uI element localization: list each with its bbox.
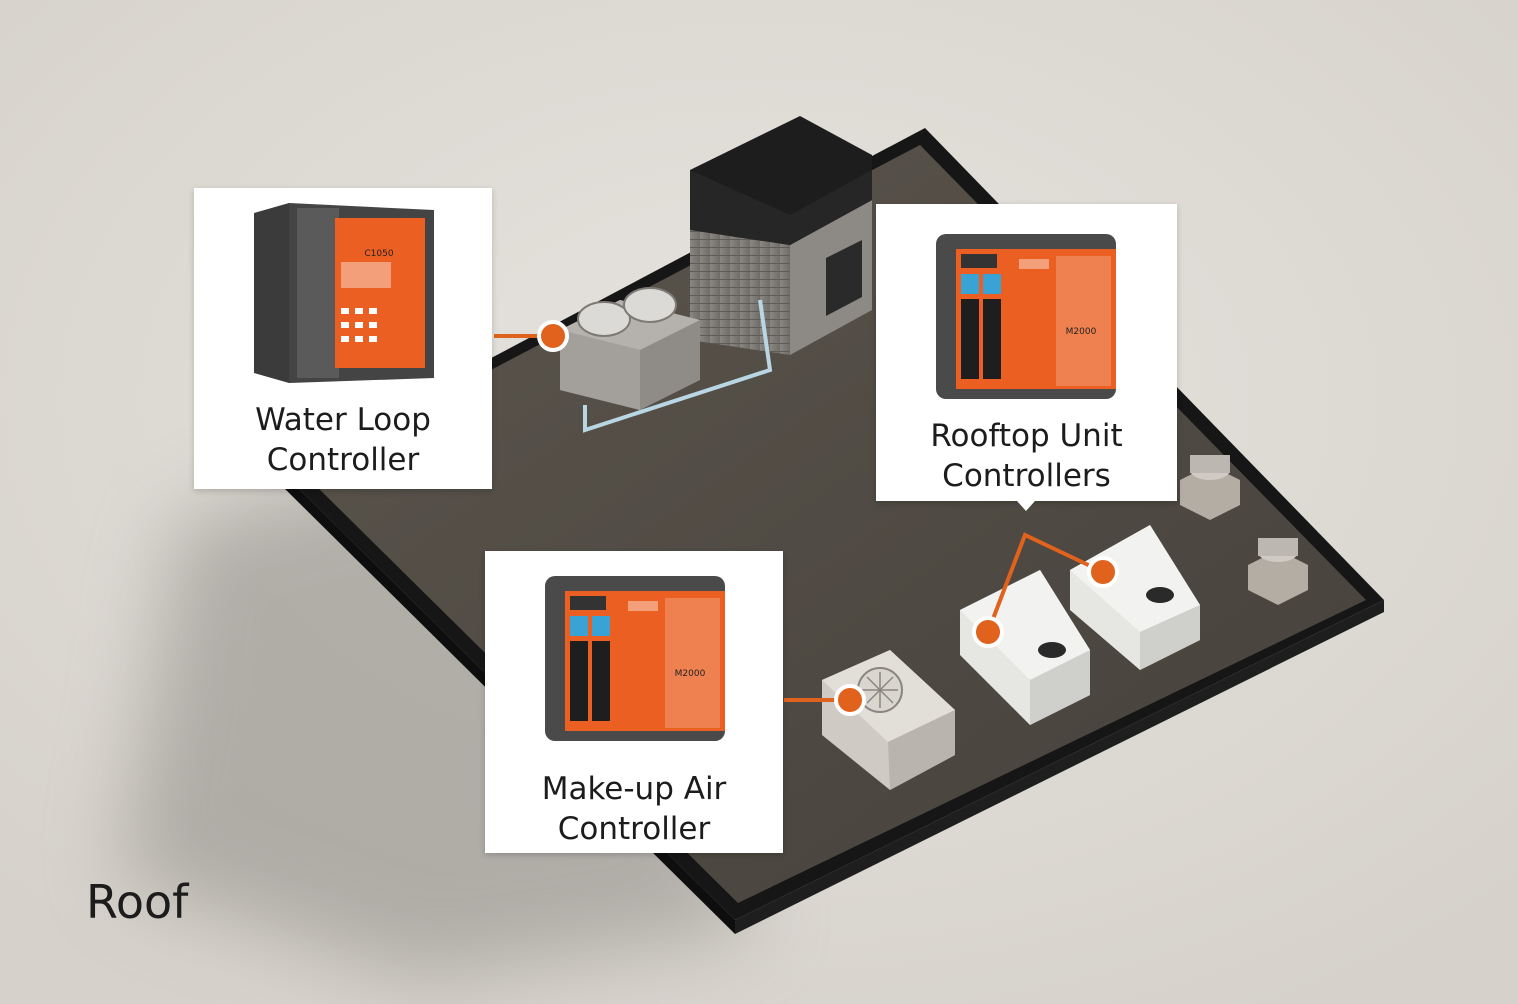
marker-rtu-left [972,616,1004,648]
exhaust-vent-1 [1180,455,1240,520]
callout-water-loop-controller[interactable]: C1050 Water Loop Controller [194,188,492,489]
callout-rooftop-unit-controllers[interactable]: M2000 Rooftop Unit Controllers [876,204,1177,511]
callout-rooftop-pointer [1017,501,1035,511]
m2000-controller-icon: M2000 [545,576,725,741]
m2000-model-text-mua: M2000 [675,669,706,679]
marker-makeup-air [834,684,866,716]
marker-rtu-right [1087,556,1119,588]
callout-makeup-air-controller[interactable]: M2000 Make-up Air Controller [485,551,783,853]
callout-makeup-air-line1: Make-up Air [541,771,727,807]
scene-label: Roof [86,875,189,929]
callout-rooftop-line2: Controllers [942,458,1111,494]
m2000-model-text-rtu: M2000 [1066,327,1097,337]
exhaust-vent-2 [1248,538,1308,605]
cooling-tower-unit [560,287,773,433]
rooftop-unit-left [960,570,1090,725]
callout-rooftop-line1: Rooftop Unit [930,418,1123,454]
callout-makeup-air-line2: Controller [557,811,711,847]
callout-water-loop-line1: Water Loop [255,402,431,438]
c1050-model-text: C1050 [364,249,393,259]
m2000-controller-icon: M2000 [936,234,1116,399]
callout-water-loop-line2: Controller [266,442,420,478]
c1050-controller-icon: C1050 [254,203,434,383]
callout-markers [537,320,1119,716]
marker-cooling-tower [537,320,569,352]
